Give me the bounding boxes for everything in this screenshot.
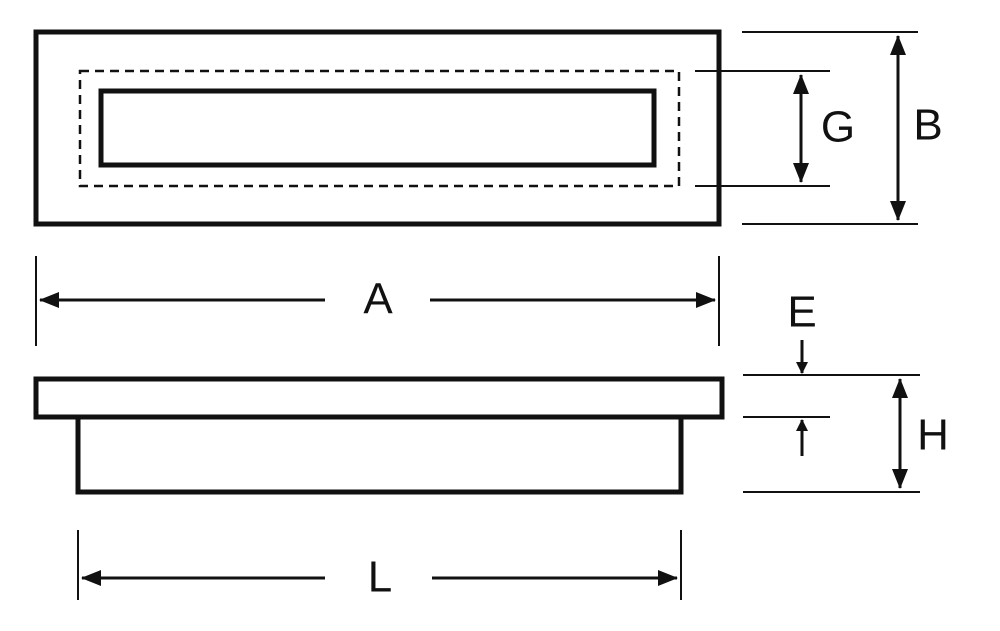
dimension-b: B [742,31,943,225]
dimension-g: G [695,70,855,187]
label-l: L [368,553,392,602]
top-view-outer-frame [33,29,722,227]
side-view-flange [33,376,725,420]
label-h: H [917,411,949,460]
dimension-a: A [35,256,720,346]
side-view-body [75,417,684,495]
top-view [33,29,722,227]
label-b: B [913,101,942,150]
label-e: E [787,288,816,337]
dimension-l: L [77,530,682,602]
top-view-opening [98,88,657,168]
dimension-h: H [743,378,949,493]
side-view [33,376,725,495]
label-g: G [821,103,855,152]
top-view-dashed-outline [78,69,681,188]
dimension-e: E [743,288,920,456]
label-a: A [363,275,393,324]
